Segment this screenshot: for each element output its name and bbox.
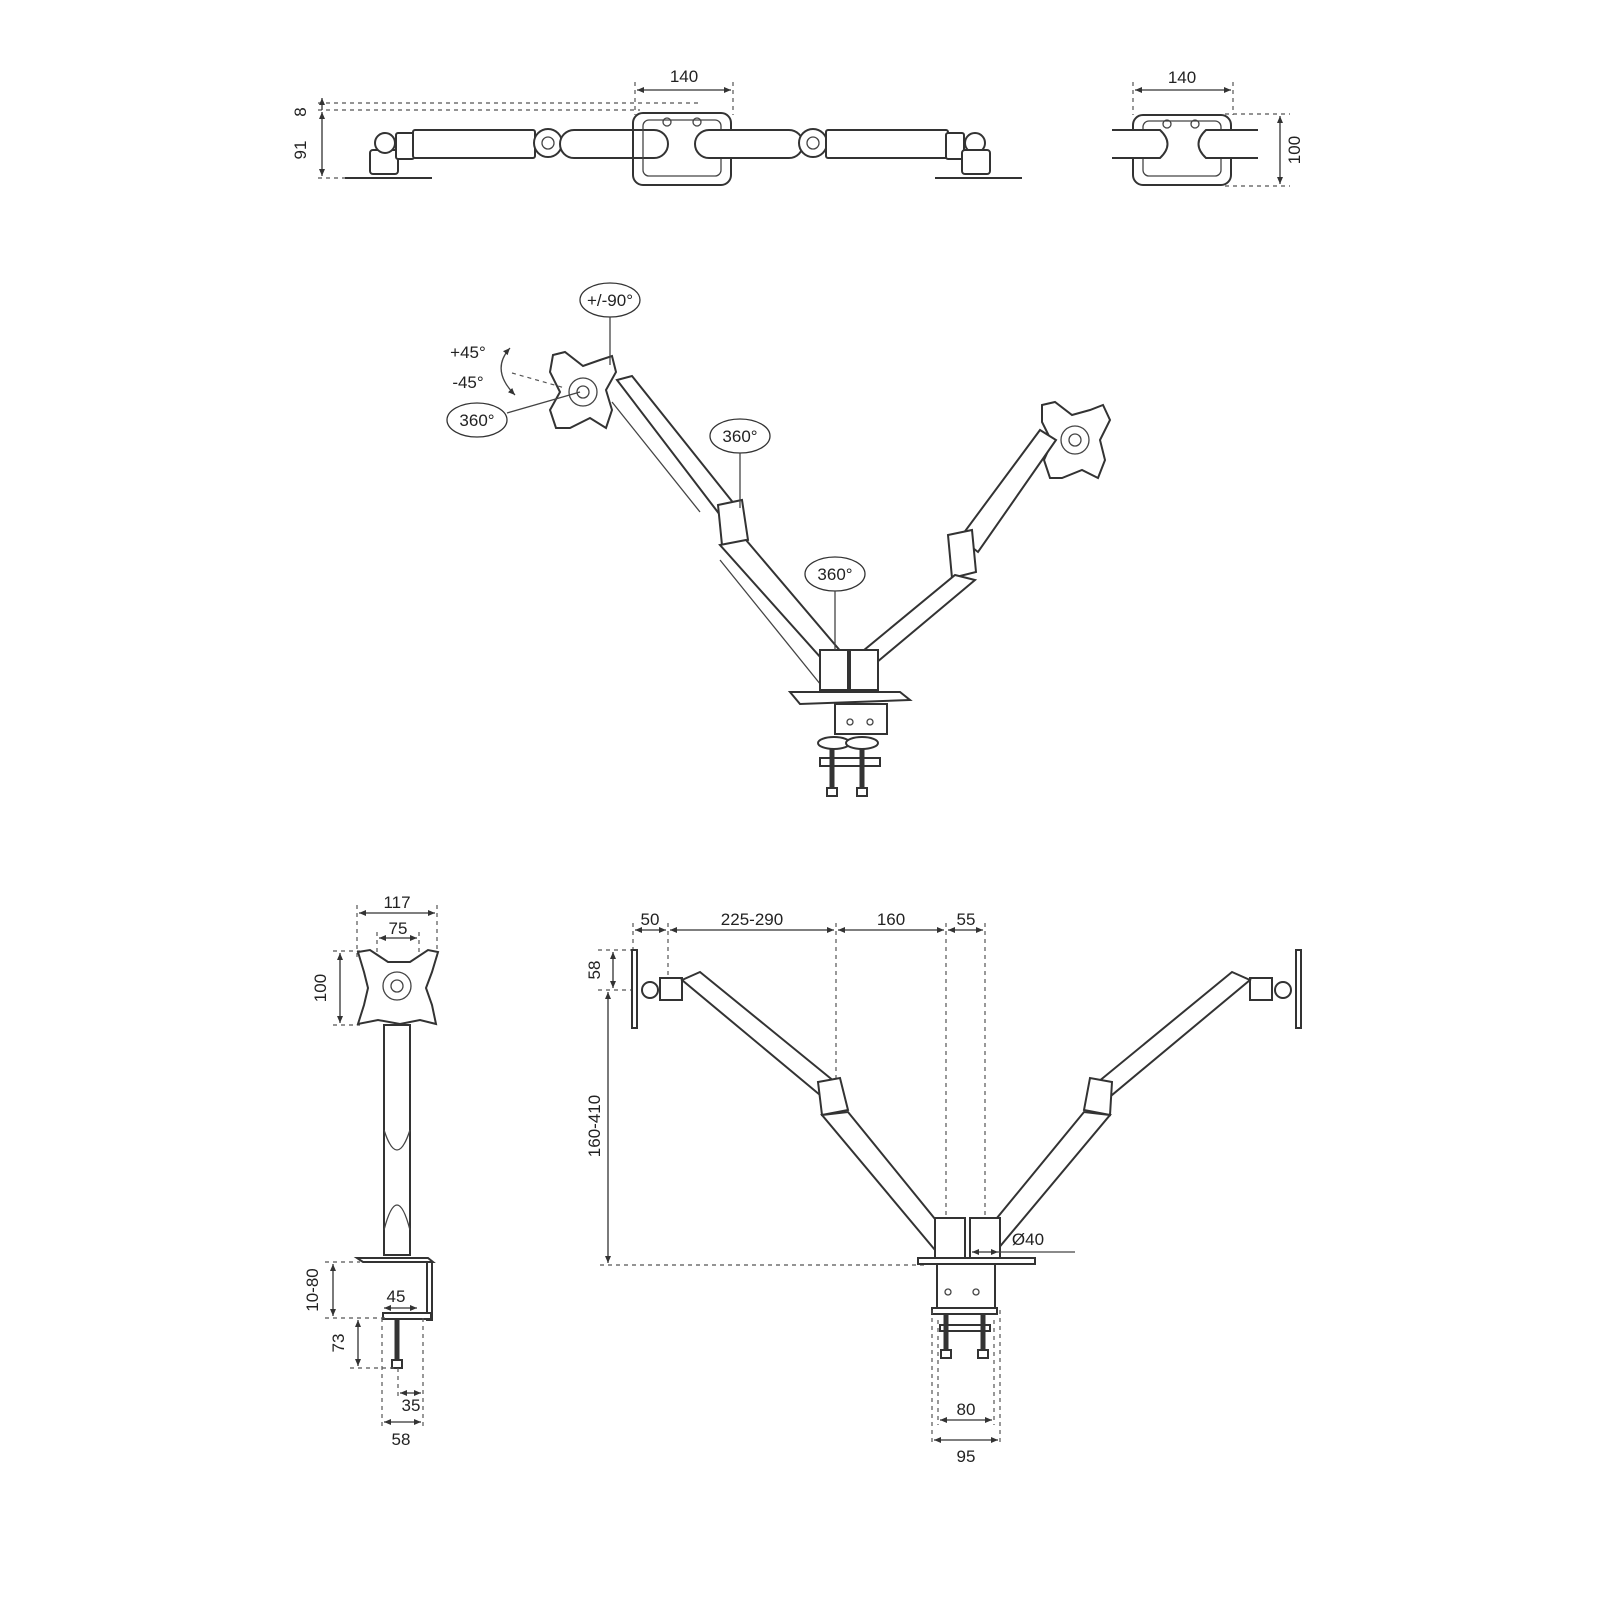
dim-height: 91	[291, 141, 310, 160]
dim-base-depth: 58	[392, 1430, 411, 1449]
label-tilt-down: -45°	[452, 373, 483, 392]
side-detail-view: 140 100	[1112, 68, 1304, 187]
dim-desk-thickness: 10-80	[303, 1268, 322, 1311]
dim-clamp-width: 45	[387, 1287, 406, 1306]
label-rotate-base: 360°	[817, 565, 852, 584]
label-tilt-up: +45°	[450, 343, 486, 362]
dim-clamp-depth: 73	[329, 1334, 348, 1353]
dim-upper-arm: 160	[877, 910, 905, 929]
perspective-view: +/-90° +45° -45° 360° 360° 360°	[446, 282, 1112, 797]
dim-vesa-top: 58	[585, 961, 604, 980]
top-view: 8 91 140	[291, 67, 1022, 186]
label-rotate-elbow: 360°	[722, 427, 757, 446]
front-view: 50 225-290 160 55 58 160-410 Ø40	[585, 910, 1302, 1466]
dim-vesa-height: 100	[311, 974, 330, 1002]
side-view: 117 75 100 10-80 45 73 35 58	[303, 893, 440, 1449]
dim-vesa-outer: 117	[383, 893, 410, 912]
dim-forearm-reach: 225-290	[721, 910, 783, 929]
dim-top-offset: 8	[291, 107, 310, 116]
dim-clamp-inner: 80	[957, 1400, 976, 1419]
dim-pole-offset: 55	[957, 910, 976, 929]
dim-clamp-outer: 95	[957, 1447, 976, 1466]
dim-vesa-inner: 75	[389, 919, 408, 938]
dim-height-range: 160-410	[585, 1095, 604, 1157]
label-rotate-vesa: 360°	[459, 411, 494, 430]
dim-detail-width: 140	[1168, 68, 1196, 87]
dim-pole-diameter: Ø40	[1012, 1230, 1044, 1249]
dim-center-width: 140	[670, 67, 698, 86]
dim-detail-height: 100	[1285, 136, 1304, 164]
dim-vesa-offset: 50	[641, 910, 660, 929]
label-swivel: +/-90°	[587, 291, 633, 310]
dim-bolt-offset: 35	[402, 1396, 421, 1415]
